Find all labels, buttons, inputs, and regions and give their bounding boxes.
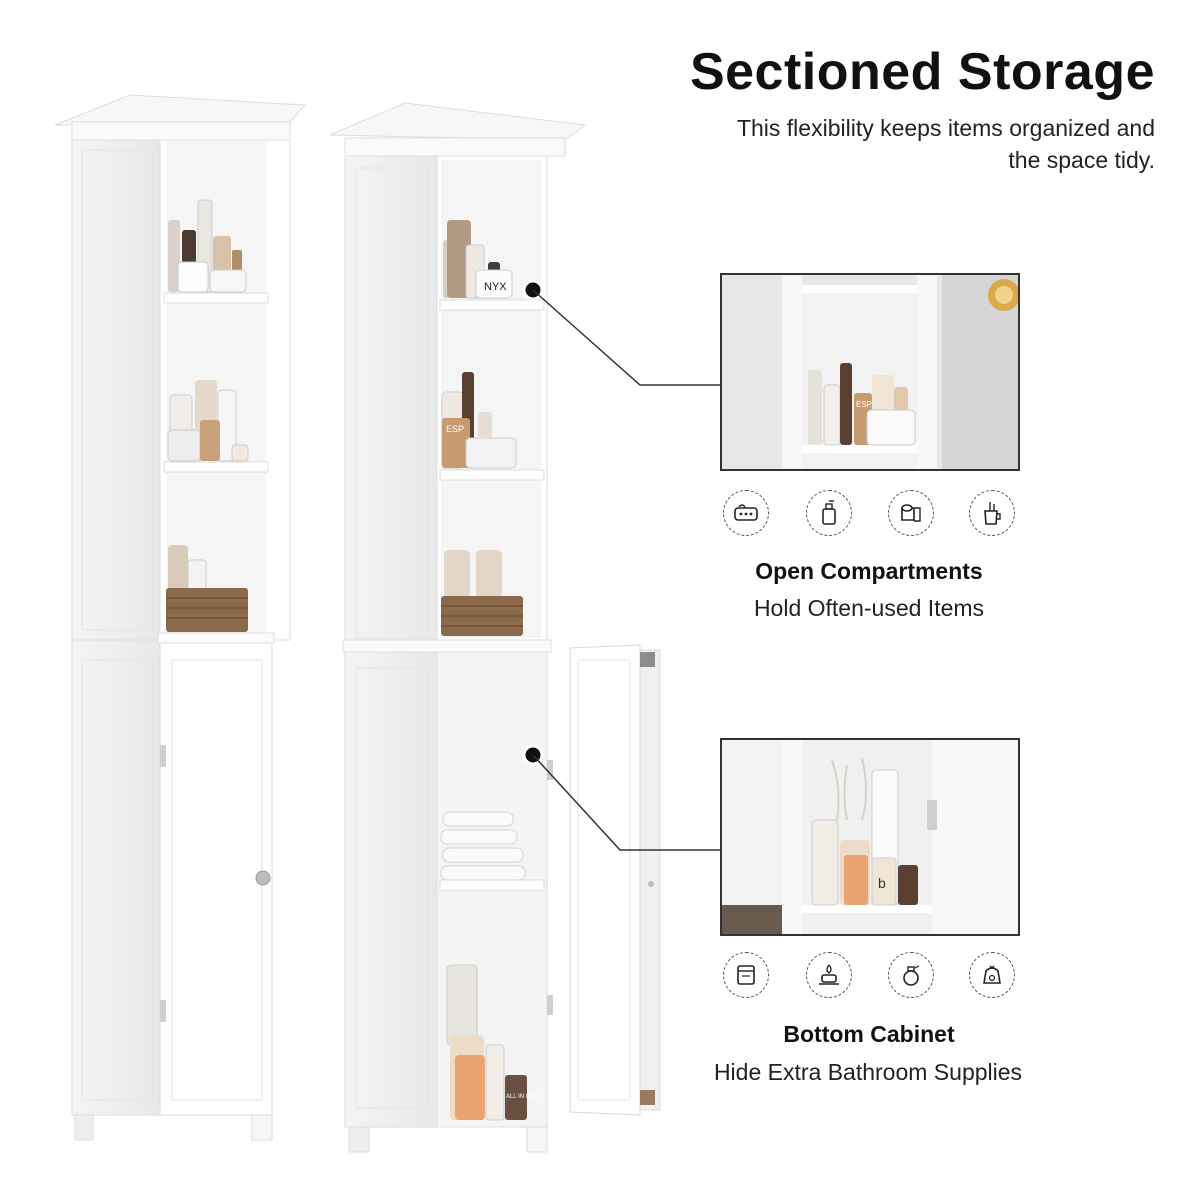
toilet-paper-icon <box>888 490 934 536</box>
laundry-bag-icon <box>969 952 1015 998</box>
cabinet-product-image: NYX ESP ALL IN ONE <box>54 94 661 1153</box>
bottom-cabinet-detail-photo: b <box>720 738 1020 936</box>
soap-bottle-icon <box>806 490 852 536</box>
feature-desc-open-compartments: Hold Often-used Items <box>753 595 985 621</box>
callout-line-bottom <box>532 754 720 851</box>
espa-label: ESPA <box>856 400 877 409</box>
open-compartments-detail-photo: ESPA <box>720 273 1020 471</box>
esp-label: ESP <box>446 424 464 434</box>
toothbrush-cup-icon <box>969 490 1015 536</box>
subtitle-line-1: This flexibility keeps items organized a… <box>736 115 1155 141</box>
feature-title-open-compartments: Open Compartments <box>755 558 983 584</box>
sponge-icon <box>723 490 769 536</box>
feature-title-bottom-cabinet: Bottom Cabinet <box>783 1021 955 1047</box>
closed-cabinet <box>54 94 307 1141</box>
feature-desc-bottom-cabinet: Hide Extra Bathroom Supplies <box>713 1059 1023 1085</box>
page-subtitle: This flexibility keeps items organized a… <box>640 112 1155 176</box>
callout-line-top <box>532 289 720 386</box>
subtitle-line-2: the space tidy. <box>1008 147 1155 173</box>
open-cabinet: NYX ESP ALL IN ONE <box>329 102 661 1153</box>
perfume-icon <box>888 952 934 998</box>
towel-icon <box>723 952 769 998</box>
all-in-one-label: ALL IN ONE <box>506 1094 539 1100</box>
candle-icon <box>806 952 852 998</box>
page-title: Sectioned Storage <box>689 43 1155 101</box>
nyx-label: NYX <box>484 281 507 293</box>
b-label: b <box>878 875 886 891</box>
